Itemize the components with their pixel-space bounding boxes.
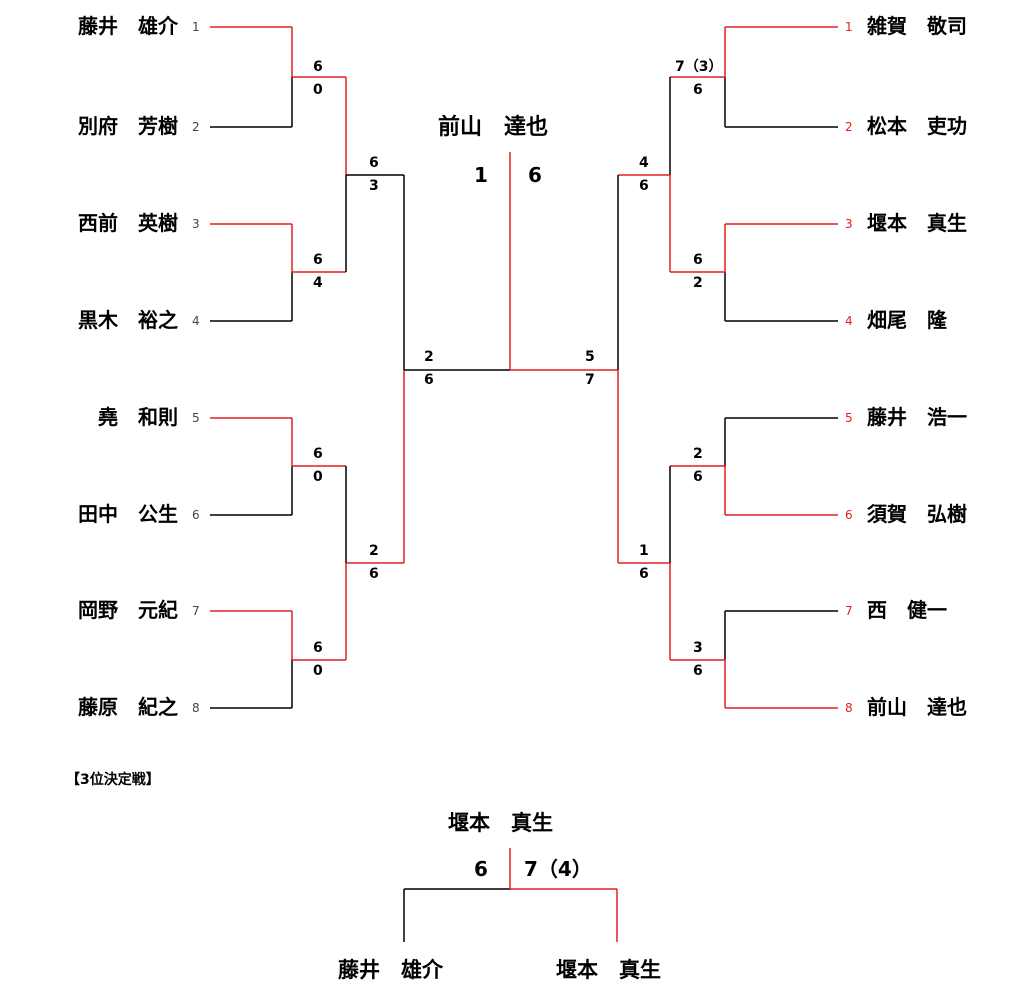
left-r2-score-top: 6 bbox=[369, 155, 379, 171]
left-player-name: 藤原 紀之 bbox=[78, 695, 178, 719]
right-r1-score-bottom: 6 bbox=[693, 82, 703, 98]
right-player-name: 藤井 浩一 bbox=[867, 405, 967, 429]
right-player-seed: 8 bbox=[845, 701, 853, 715]
third-place-left-player: 藤井 雄介 bbox=[338, 958, 443, 982]
left-r1-score-bottom: 0 bbox=[313, 82, 323, 98]
right-r2-score-top: 1 bbox=[639, 543, 649, 559]
left-player-name: 田中 公生 bbox=[78, 502, 178, 526]
left-r1-score-top: 6 bbox=[313, 59, 323, 75]
right-r1-score-top: 3 bbox=[693, 640, 703, 656]
left-player-name: 別府 芳樹 bbox=[78, 114, 178, 138]
final-right-score: 6 bbox=[528, 163, 542, 187]
right-player-seed: 5 bbox=[845, 411, 853, 425]
left-semi-score-top: 2 bbox=[424, 349, 434, 365]
right-r2-score-bottom: 6 bbox=[639, 566, 649, 582]
third-place-right-score: 7（4） bbox=[524, 857, 592, 881]
right-player-seed: 3 bbox=[845, 217, 853, 231]
left-r1-score-top: 6 bbox=[313, 640, 323, 656]
champion-name: 前山 達也 bbox=[438, 115, 549, 140]
third-place-right-player: 堰本 真生 bbox=[556, 958, 661, 982]
left-r1-score-bottom: 4 bbox=[313, 275, 323, 291]
right-r2-score-top: 4 bbox=[639, 155, 649, 171]
left-player-seed: 3 bbox=[192, 217, 200, 231]
right-r2-score-bottom: 6 bbox=[639, 178, 649, 194]
left-r2-score-top: 2 bbox=[369, 543, 379, 559]
right-player-name: 畑尾 隆 bbox=[867, 308, 947, 332]
left-r1-score-top: 6 bbox=[313, 252, 323, 268]
final-left-score: 1 bbox=[474, 163, 488, 187]
left-semi-score-bottom: 6 bbox=[424, 372, 434, 388]
left-r1-score-bottom: 0 bbox=[313, 469, 323, 485]
left-player-name: 黒木 裕之 bbox=[78, 308, 178, 332]
left-player-seed: 7 bbox=[192, 604, 200, 618]
third-place-left-score: 6 bbox=[474, 857, 488, 881]
right-r1-score-top: 6 bbox=[693, 252, 703, 268]
left-player-name: 藤井 雄介 bbox=[78, 14, 178, 38]
right-semi-score-top: 5 bbox=[585, 349, 595, 365]
third-place-winner: 堰本 真生 bbox=[448, 811, 553, 835]
left-r1-score-bottom: 0 bbox=[313, 663, 323, 679]
left-player-seed: 8 bbox=[192, 701, 200, 715]
right-player-seed: 6 bbox=[845, 508, 853, 522]
left-r2-score-bottom: 3 bbox=[369, 178, 379, 194]
right-player-seed: 2 bbox=[845, 120, 853, 134]
right-player-name: 雑賀 敬司 bbox=[867, 14, 967, 38]
third-place-heading: 【3位決定戦】 bbox=[66, 772, 160, 788]
right-player-seed: 1 bbox=[845, 20, 853, 34]
right-player-name: 西 健一 bbox=[867, 598, 947, 622]
left-player-seed: 1 bbox=[192, 20, 200, 34]
right-semi-score-bottom: 7 bbox=[585, 372, 595, 388]
left-player-name: 堯 和則 bbox=[98, 405, 178, 429]
right-player-name: 松本 吏功 bbox=[867, 114, 967, 138]
left-r1-score-top: 6 bbox=[313, 446, 323, 462]
left-player-name: 岡野 元紀 bbox=[78, 598, 178, 622]
left-player-name: 西前 英樹 bbox=[78, 211, 178, 235]
right-r1-score-top: 7（3） bbox=[675, 59, 723, 75]
right-player-name: 前山 達也 bbox=[867, 695, 967, 719]
right-player-seed: 4 bbox=[845, 314, 853, 328]
right-player-name: 堰本 真生 bbox=[867, 211, 967, 235]
left-r2-score-bottom: 6 bbox=[369, 566, 379, 582]
right-r1-score-top: 2 bbox=[693, 446, 703, 462]
right-r1-score-bottom: 6 bbox=[693, 663, 703, 679]
right-player-seed: 7 bbox=[845, 604, 853, 618]
left-player-seed: 6 bbox=[192, 508, 200, 522]
left-player-seed: 4 bbox=[192, 314, 200, 328]
right-player-name: 須賀 弘樹 bbox=[867, 502, 967, 526]
right-r1-score-bottom: 6 bbox=[693, 469, 703, 485]
left-player-seed: 5 bbox=[192, 411, 200, 425]
right-r1-score-bottom: 2 bbox=[693, 275, 703, 291]
left-player-seed: 2 bbox=[192, 120, 200, 134]
